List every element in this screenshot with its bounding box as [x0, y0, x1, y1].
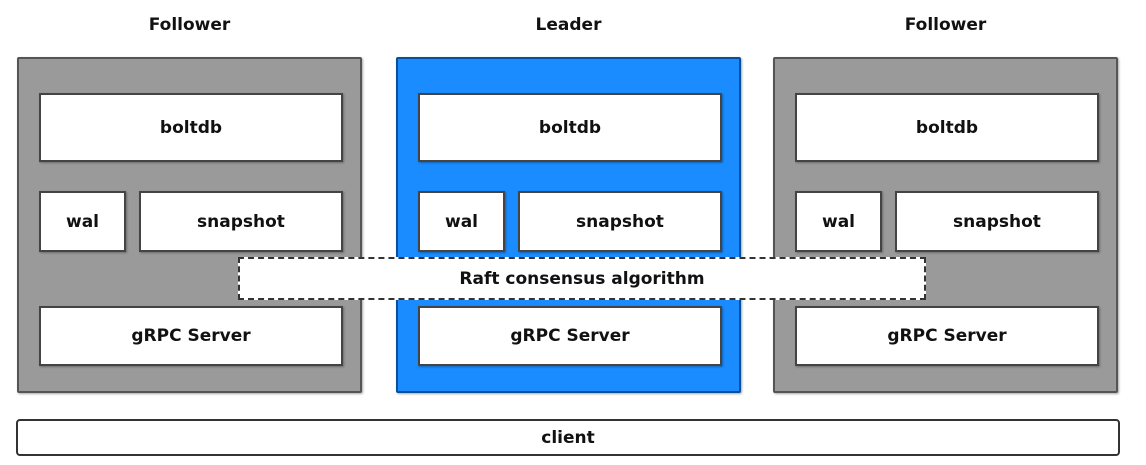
leader-node: boltdb wal snapshot gRPC Server — [396, 57, 741, 393]
grpc-server-box: gRPC Server — [418, 306, 722, 366]
wal-box: wal — [795, 191, 882, 252]
wal-box: wal — [418, 191, 505, 252]
grpc-server-box: gRPC Server — [795, 306, 1099, 366]
raft-consensus-box: Raft consensus algorithm — [238, 257, 926, 300]
snapshot-box: snapshot — [139, 191, 343, 252]
follower-node-right: boltdb wal snapshot gRPC Server — [773, 57, 1118, 393]
snapshot-box: snapshot — [518, 191, 722, 252]
node-title-follower-right: Follower — [904, 15, 987, 35]
boltdb-box: boltdb — [795, 93, 1099, 162]
client-bar: client — [16, 419, 1120, 456]
boltdb-box: boltdb — [39, 93, 343, 162]
follower-node-left: boltdb wal snapshot gRPC Server — [17, 57, 362, 393]
node-title-follower-left: Follower — [148, 15, 231, 35]
grpc-server-box: gRPC Server — [39, 306, 343, 366]
node-title-leader: Leader — [535, 15, 602, 35]
wal-box: wal — [39, 191, 126, 252]
snapshot-box: snapshot — [895, 191, 1099, 252]
boltdb-box: boltdb — [418, 93, 722, 162]
